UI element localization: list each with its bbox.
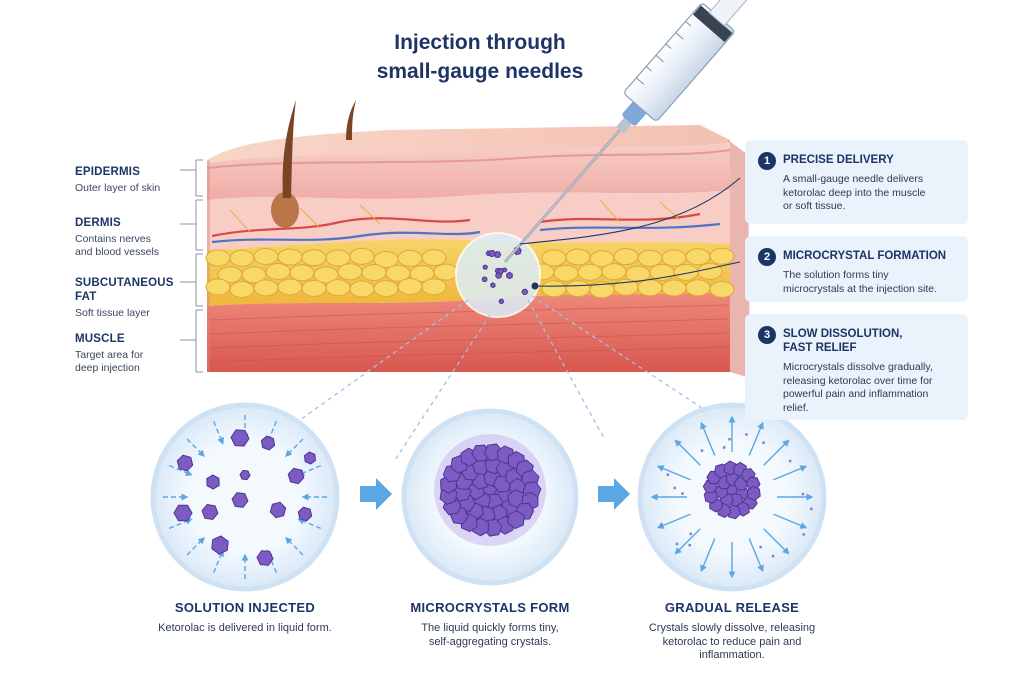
layer-label-epidermis: EPIDERMIS Outer layer of skin (75, 166, 161, 194)
crystal-icon (260, 435, 276, 451)
crystal-icon (521, 288, 529, 296)
crystal-icon (497, 267, 505, 275)
nerves (229, 199, 681, 233)
fat-cells (205, 247, 735, 299)
crystal-icon (231, 492, 249, 508)
step-number-badge: 3 (758, 326, 776, 344)
layer-brackets (180, 159, 203, 373)
crystal-icon (287, 467, 305, 485)
stage-circle-solution (150, 402, 340, 592)
crystal-icon (481, 276, 488, 283)
skin-cross-section (205, 100, 750, 378)
stage-circle-microcrystals (401, 408, 579, 586)
crystal-icon (506, 271, 513, 280)
crystal-icon (297, 506, 313, 522)
crystal-icon (206, 474, 220, 490)
zoom-lines (299, 295, 706, 461)
crystal-icon (490, 282, 496, 289)
card-callout-lines (519, 177, 741, 290)
hair-follicle (271, 100, 356, 228)
stage-circle-release (637, 402, 827, 592)
arrow-right-icon (360, 478, 392, 510)
crystal-icon (239, 469, 251, 481)
blood-vessels (211, 212, 721, 244)
info-card-microcrystal-formation: 2 MICROCRYSTAL FORMATION The solution fo… (745, 236, 968, 302)
crystal-icon (211, 535, 229, 555)
title-line-1: Injection through (394, 31, 566, 54)
injection-site-crystals (481, 246, 529, 304)
stage-arrows (360, 478, 630, 510)
info-card-precise-delivery: 1 PRECISE DELIVERY A small-gauge needle … (745, 140, 968, 224)
crystal-icon (303, 451, 317, 465)
arrow-right-icon (598, 478, 630, 510)
info-card-slow-dissolution: 3 SLOW DISSOLUTION,FAST RELIEF Microcrys… (745, 314, 968, 420)
crystal-icon (269, 501, 287, 519)
crystal-icon (498, 298, 505, 304)
crystal-icon (482, 264, 488, 270)
stage-gradual-release: GRADUAL RELEASE Crystals slowly dissolve… (648, 600, 816, 661)
stage-solution-injected: SOLUTION INJECTED Ketorolac is delivered… (158, 600, 332, 634)
crystal-icon (230, 429, 250, 447)
stage-microcrystals-form: MICROCRYSTALS FORM The liquid quickly fo… (410, 600, 570, 648)
crystal-icon (176, 454, 194, 472)
crystal-icon (507, 510, 525, 530)
crystal-icon (173, 504, 193, 522)
step-number-badge: 1 (758, 152, 776, 170)
crystal-icon (746, 485, 761, 501)
crystal-icon (488, 249, 496, 258)
crystal-icon (256, 550, 274, 566)
step-number-badge: 2 (758, 248, 776, 266)
syringe (504, 0, 765, 263)
crystal-icon (201, 503, 219, 521)
title-line-2: small-gauge needles (376, 60, 584, 83)
page-title: Injection through small-gauge needles (330, 28, 630, 86)
